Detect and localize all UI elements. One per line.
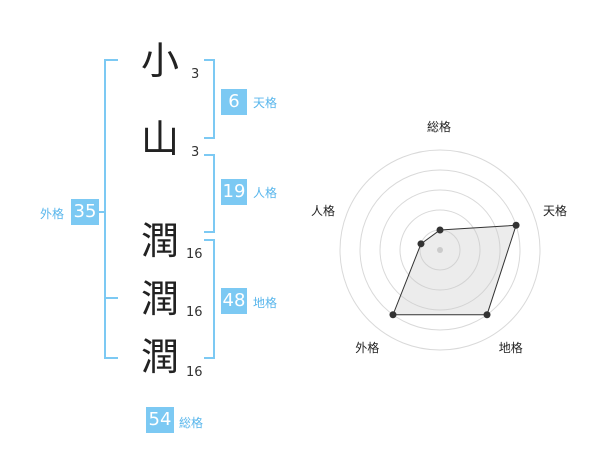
radar-ring: [379, 189, 501, 311]
name-char-2: 山: [140, 117, 179, 161]
radar-axis-label-5: 人格: [310, 204, 335, 219]
radar-axis-label-1: 総格: [427, 120, 452, 134]
radar-ring: [399, 209, 481, 291]
radar-point-4: [389, 311, 397, 319]
tenkaku-label: 天格: [253, 96, 278, 110]
radar-point-3: [483, 311, 491, 319]
soukaku-value-badge: 54: [146, 407, 174, 433]
tenkaku-value-badge: 6: [221, 89, 247, 115]
gaikaku-value-badge: 35: [71, 199, 99, 225]
stroke-count-4: 16: [186, 305, 203, 320]
soukaku-label: 総格: [179, 416, 204, 430]
radar-axis-label-2: 天格: [543, 204, 568, 219]
radar-point-2: [512, 221, 520, 229]
radar-point-1: [436, 226, 444, 234]
radar-center: [437, 247, 443, 253]
stroke-count-2: 3: [191, 145, 200, 160]
chikaku-label: 地格: [253, 296, 278, 310]
radar-axis-label-3: 地格: [498, 340, 523, 355]
stroke-count-3: 16: [186, 247, 203, 262]
radar-ring: [339, 149, 541, 351]
name-char-1: 小: [140, 39, 179, 83]
jinkaku-value-badge: 19: [221, 179, 247, 205]
chikaku-value-badge: 48: [221, 288, 247, 314]
radar-point-5: [417, 240, 425, 248]
radar-series-area: [392, 224, 517, 316]
radar-axis-label-4: 外格: [355, 340, 380, 355]
name-char-5: 潤: [140, 335, 179, 379]
name-char-4: 潤: [140, 277, 179, 321]
gaikaku-label: 外格: [40, 207, 65, 221]
stroke-count-5: 16: [186, 365, 203, 380]
stroke-count-1: 3: [191, 67, 200, 82]
name-char-3: 潤: [140, 219, 179, 263]
radar-ring: [359, 169, 521, 331]
jinkaku-label: 人格: [253, 186, 278, 200]
